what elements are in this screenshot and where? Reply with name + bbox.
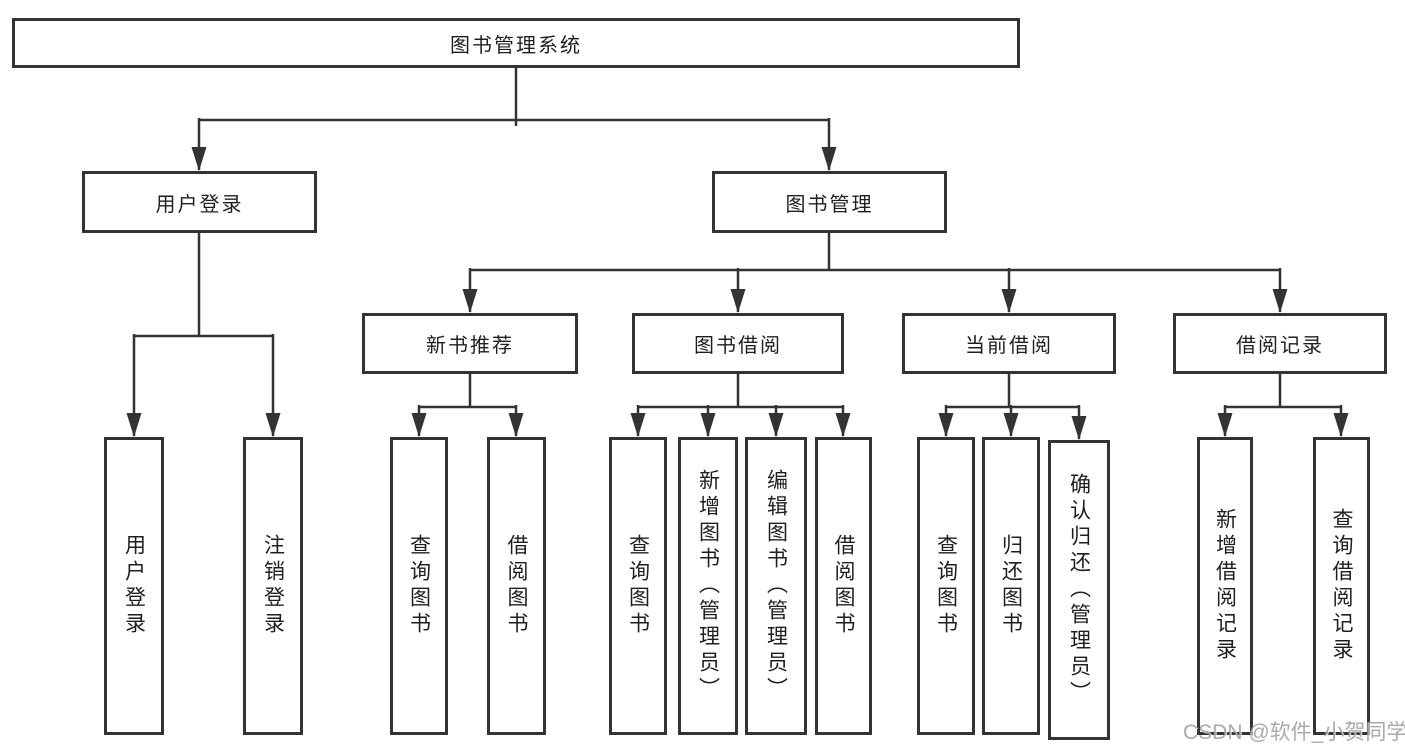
node-borrowing-records: 借阅记录 (1173, 313, 1387, 374)
leaf-borrow-books: 借阅图书 (815, 437, 872, 735)
node-book-borrowing: 图书借阅 (632, 313, 844, 374)
leaf-logout: 注销登录 (243, 437, 303, 735)
leaf-borrow-books-recommend: 借阅图书 (487, 437, 546, 735)
node-book-management: 图书管理 (712, 171, 947, 233)
leaf-query-books-current: 查询图书 (917, 437, 975, 735)
leaf-query-books-recommend: 查询图书 (390, 437, 448, 735)
leaf-add-books-admin: 新增图书（管理员） (678, 437, 738, 735)
node-new-book-recommendation: 新书推荐 (362, 313, 578, 374)
edge-group (126, 68, 1349, 440)
leaf-return-books: 归还图书 (982, 437, 1040, 735)
leaf-add-borrow-record: 新增借阅记录 (1197, 437, 1253, 735)
node-current-borrowing: 当前借阅 (902, 313, 1116, 374)
leaf-confirm-return-admin: 确认归还（管理员） (1048, 440, 1110, 740)
leaf-edit-books-admin: 编辑图书（管理员） (745, 437, 807, 735)
csdn-watermark: CSDN @软件_小贺同学 (1183, 721, 1405, 744)
leaf-user-login: 用户登录 (104, 437, 164, 735)
node-library-system: 图书管理系统 (12, 18, 1020, 68)
leaf-query-books-borrow: 查询图书 (609, 437, 667, 735)
node-user-login: 用户登录 (82, 171, 317, 233)
leaf-query-borrow-record: 查询借阅记录 (1313, 437, 1370, 735)
